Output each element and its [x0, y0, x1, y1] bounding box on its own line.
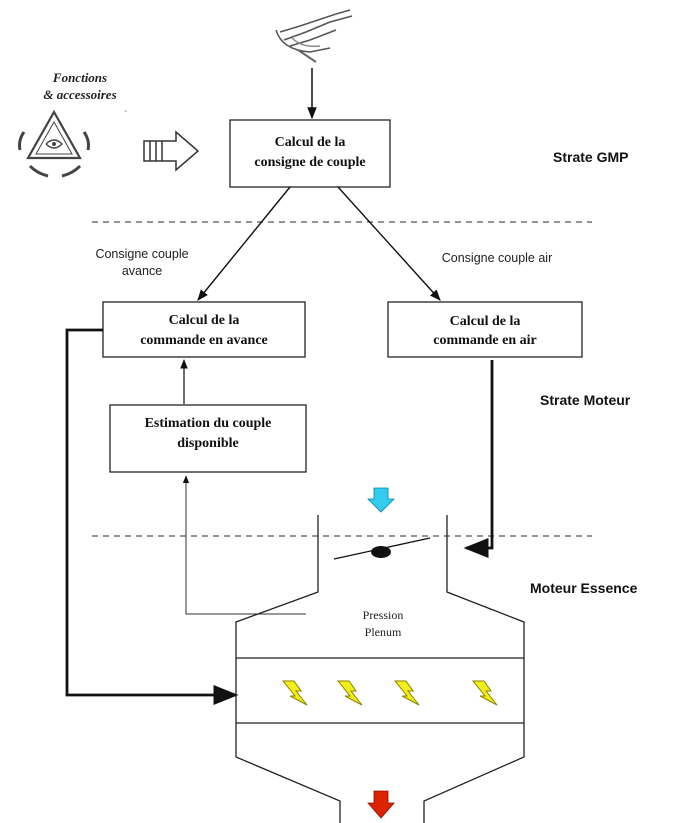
box-air-line1: Calcul de la: [450, 314, 521, 329]
accessories-symbol-icon: [18, 109, 90, 178]
box-avance-line1: Calcul de la: [169, 313, 240, 328]
box-estimation-line2: disponible: [177, 436, 238, 451]
consigne-avance-label-line1: Consigne couple: [95, 247, 188, 261]
fonctions-tick: `: [124, 109, 127, 121]
air-command-line: [463, 360, 494, 559]
pression-label-line1: Pression: [363, 608, 404, 622]
hollow-arrow-icon: [143, 130, 200, 172]
pression-label-line2: Plenum: [365, 625, 402, 639]
box-air-line2: commande en air: [433, 333, 536, 348]
box-commande-avance: [102, 301, 306, 358]
spark-icon: [336, 680, 363, 706]
box-estimation-couple: [109, 404, 307, 473]
pedal-foot-icon: [275, 9, 353, 63]
engine-outline: [235, 515, 525, 823]
strate-moteur-label: Strate Moteur: [540, 392, 631, 408]
throttle-valve-icon: [333, 537, 431, 560]
box-estimation-line1: Estimation du couple: [145, 416, 272, 431]
intake-arrow-icon: [367, 487, 395, 513]
box-consigne-line2: consigne de couple: [254, 155, 365, 170]
strate-gmp-label: Strate GMP: [553, 149, 628, 165]
spark-icon: [471, 680, 498, 706]
arrow-to-avance: [197, 186, 291, 301]
spark-icon: [393, 680, 420, 706]
strate-essence-label: Moteur Essence: [530, 580, 638, 596]
avance-command-line: [65, 328, 239, 706]
box-consigne-couple: [229, 119, 391, 188]
box-consigne-line1: Calcul de la: [275, 135, 346, 150]
exhaust-arrow-icon: [367, 790, 395, 819]
fonctions-label-line1: Fonctions: [52, 70, 107, 85]
box-commande-air: [387, 301, 583, 358]
consigne-air-label: Consigne couple air: [442, 251, 553, 265]
arrow-to-air: [337, 186, 441, 301]
pressure-feedback-line: [182, 475, 306, 615]
spark-icon: [281, 680, 308, 706]
consigne-avance-label-line2: avance: [122, 264, 162, 278]
fonctions-label-line2: & accessoires: [43, 87, 116, 102]
box-avance-line2: commande en avance: [140, 333, 268, 348]
